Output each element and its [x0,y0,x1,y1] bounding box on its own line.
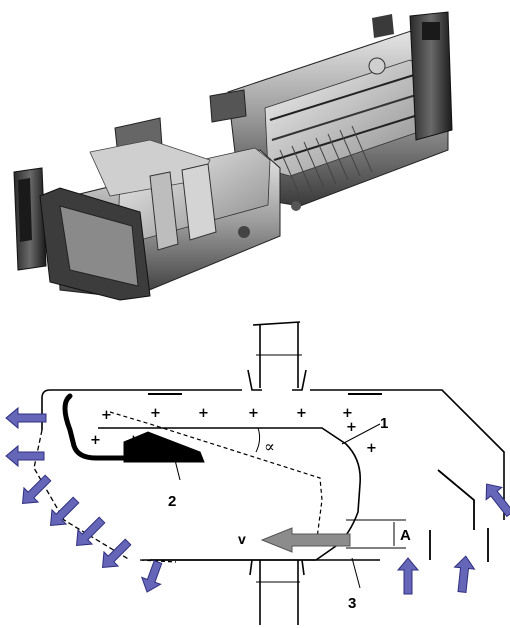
velocity-arrow [260,527,351,553]
label-3: 3 [348,595,356,612]
plus-signs: + + + + + + + + + + [90,406,377,456]
svg-text:+: + [346,420,357,435]
device-photo [13,11,453,301]
svg-text:+: + [366,441,377,456]
svg-text:+: + [90,433,101,448]
label-a: A [400,527,411,544]
leader-1 [341,423,381,445]
svg-text:+: + [128,433,139,448]
bottom-feed [249,559,305,625]
label-2: 2 [168,493,176,510]
schematic-diagram [33,321,505,625]
svg-text:+: + [101,408,112,423]
svg-text:+: + [150,406,161,421]
leader-3 [351,557,361,589]
flow-arrows [5,406,510,595]
label-v: v [238,531,246,547]
outer-housing [41,389,505,520]
top-feed [247,321,307,391]
label-alpha: ∝ [264,437,275,456]
alpha-arc [255,427,261,453]
svg-text:+: + [248,406,259,421]
label-1: 1 [380,415,388,432]
svg-text:+: + [198,406,209,421]
svg-text:+: + [342,406,353,421]
electrode-hook [62,393,201,461]
beam-dashed-line [109,411,323,547]
magnet-block [123,431,205,463]
svg-text:+: + [296,406,307,421]
